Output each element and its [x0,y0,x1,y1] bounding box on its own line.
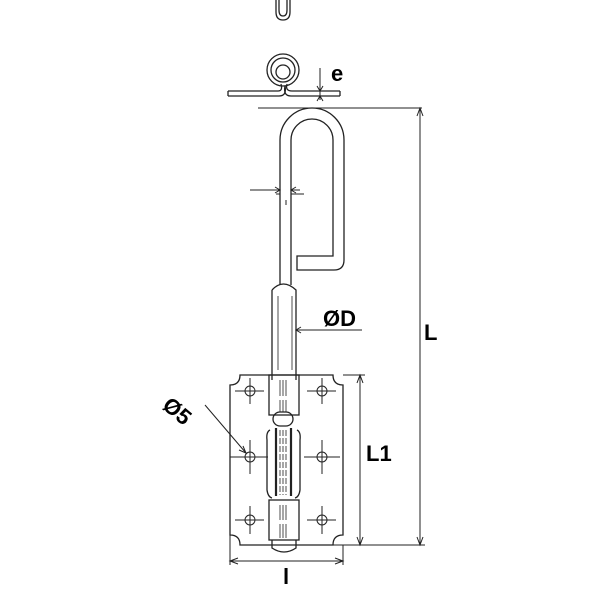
label-diameter-d: ØD [323,306,356,331]
eye-bolt-top-view [227,0,341,97]
hole-icon [235,378,264,404]
label-length: L [424,320,438,345]
e-dimension [258,68,422,109]
hook [250,107,345,285]
hole-icon [230,440,268,474]
label-e: e [331,61,344,86]
mounting-holes [230,378,340,534]
barrel-plate [229,374,344,553]
hole-icon [235,506,264,534]
hole-icon [304,440,340,474]
bolt-rod [271,283,362,380]
hole-icon [307,506,336,534]
label-length-l1: L1 [366,441,392,466]
hole-icon [307,378,336,404]
dimension-lines [204,106,425,565]
label-width-l: l [283,564,290,589]
